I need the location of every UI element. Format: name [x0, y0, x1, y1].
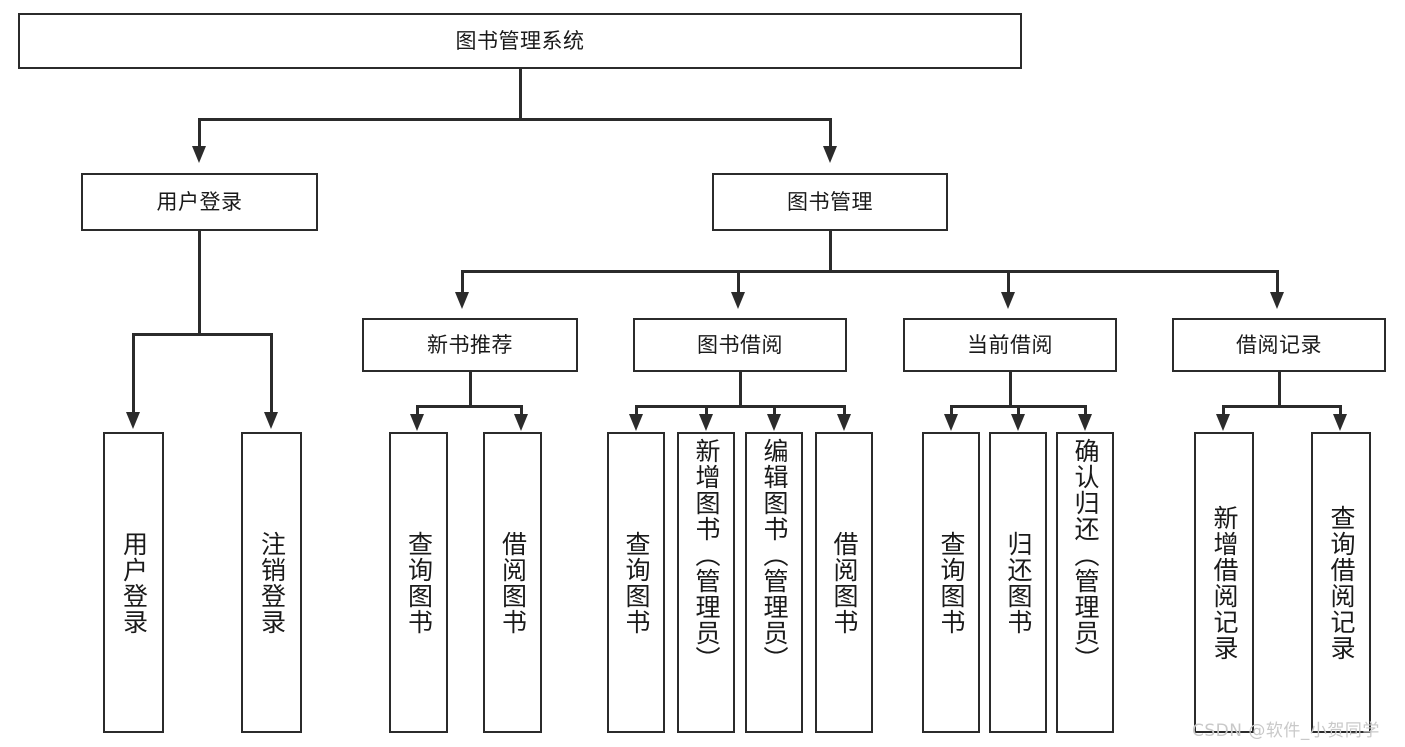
node-label: 归还图书 — [1004, 530, 1033, 635]
leaf-add-borrow-record[interactable]: 新增借阅记录 — [1194, 432, 1254, 733]
node-label: 借阅图书 — [830, 530, 859, 635]
arrow-to-borrow-record — [1270, 292, 1284, 309]
arrow-to-leaf-query-book-3 — [944, 414, 958, 431]
node-label: 用户登录 — [119, 530, 149, 635]
arrow-to-leaf-borrow-book-2 — [837, 414, 851, 431]
leaf-add-book-admin[interactable]: 新增图书（管理员） — [677, 432, 735, 733]
connector-newbook-r — [520, 405, 523, 416]
node-root-system[interactable]: 图书管理系统 — [18, 13, 1022, 69]
connector-bookmgmt-stem — [829, 231, 832, 272]
connector-current-c3 — [1084, 405, 1087, 416]
node-new-book-recommend[interactable]: 新书推荐 — [362, 318, 578, 372]
arrow-to-leaf-add-book — [699, 414, 713, 431]
leaf-query-book-3[interactable]: 查询图书 — [922, 432, 980, 733]
connector-bookmgmt-b2 — [737, 270, 740, 294]
arrow-to-leaf-query-record — [1333, 414, 1347, 431]
connector-login-right — [270, 333, 273, 413]
connector-current-stem — [1009, 372, 1012, 407]
node-current-borrow[interactable]: 当前借阅 — [903, 318, 1117, 372]
leaf-confirm-return-admin[interactable]: 确认归还（管理员） — [1056, 432, 1114, 733]
leaf-query-book-2[interactable]: 查询图书 — [607, 432, 665, 733]
connector-borrow-c2 — [705, 405, 708, 416]
node-label: 编辑图书（管理员） — [760, 438, 789, 672]
arrow-to-leaf-confirm-return — [1078, 414, 1092, 431]
connector-borrow-c4 — [843, 405, 846, 416]
arrow-to-leaf-user-login — [126, 412, 140, 429]
node-label: 查询图书 — [937, 530, 966, 635]
node-label: 图书管理系统 — [455, 28, 585, 53]
node-borrow-record[interactable]: 借阅记录 — [1172, 318, 1386, 372]
node-label: 新增图书（管理员） — [692, 438, 721, 672]
node-label: 用户登录 — [156, 189, 243, 214]
connector-newbook-l — [416, 405, 419, 416]
leaf-query-book-1[interactable]: 查询图书 — [389, 432, 448, 733]
connector-current-c2 — [1017, 405, 1020, 416]
node-book-borrow[interactable]: 图书借阅 — [633, 318, 847, 372]
arrow-to-user-login — [192, 146, 206, 163]
node-label: 查询图书 — [622, 530, 651, 635]
connector-borrow-stem — [739, 372, 742, 407]
connector-root-stem — [519, 69, 522, 119]
arrow-to-leaf-query-book-1 — [410, 414, 424, 431]
connector-bookmgmt-b4 — [1276, 270, 1279, 294]
arrow-to-leaf-logout — [264, 412, 278, 429]
connector-bookmgmt-bar — [461, 270, 1278, 273]
node-label: 当前借阅 — [967, 332, 1053, 357]
connector-root-to-login — [198, 118, 201, 148]
csdn-watermark: CSDN @软件_小贺同学 — [1192, 721, 1380, 741]
node-label: 注销登录 — [257, 530, 287, 635]
connector-newbook-stem — [469, 372, 472, 407]
leaf-query-borrow-record[interactable]: 查询借阅记录 — [1311, 432, 1371, 733]
connector-record-l — [1222, 405, 1225, 416]
node-label: 确认归还（管理员） — [1071, 438, 1100, 672]
arrow-to-book-management — [823, 146, 837, 163]
node-label: 借阅图书 — [498, 530, 528, 635]
leaf-logout[interactable]: 注销登录 — [241, 432, 302, 733]
arrow-to-leaf-edit-book — [767, 414, 781, 431]
leaf-edit-book-admin[interactable]: 编辑图书（管理员） — [745, 432, 803, 733]
leaf-return-book[interactable]: 归还图书 — [989, 432, 1047, 733]
node-user-login[interactable]: 用户登录 — [81, 173, 318, 231]
connector-root-bar — [198, 118, 832, 121]
node-label: 新书推荐 — [427, 332, 513, 357]
connector-root-to-bookmgmt — [829, 118, 832, 148]
arrow-to-leaf-borrow-book-1 — [514, 414, 528, 431]
connector-bookmgmt-b3 — [1007, 270, 1010, 294]
node-label: 查询借阅记录 — [1327, 504, 1356, 661]
leaf-borrow-book-2[interactable]: 借阅图书 — [815, 432, 873, 733]
arrow-to-new-book-rec — [455, 292, 469, 309]
node-label: 新增借阅记录 — [1210, 504, 1239, 661]
node-book-management[interactable]: 图书管理 — [712, 173, 948, 231]
connector-current-c1 — [950, 405, 953, 416]
connector-borrow-c1 — [635, 405, 638, 416]
connector-login-left — [132, 333, 135, 413]
connector-record-r — [1339, 405, 1342, 416]
node-label: 图书借阅 — [697, 332, 783, 357]
arrow-to-leaf-return-book — [1011, 414, 1025, 431]
arrow-to-current-borrow — [1001, 292, 1015, 309]
node-label: 图书管理 — [787, 189, 873, 214]
connector-login-stem — [198, 231, 201, 335]
connector-record-bar — [1222, 405, 1341, 408]
node-label: 借阅记录 — [1236, 332, 1322, 357]
arrow-to-leaf-add-record — [1216, 414, 1230, 431]
connector-login-bar — [132, 333, 272, 336]
leaf-borrow-book-1[interactable]: 借阅图书 — [483, 432, 542, 733]
arrow-to-book-borrow — [731, 292, 745, 309]
leaf-user-login[interactable]: 用户登录 — [103, 432, 164, 733]
node-label: 查询图书 — [404, 530, 434, 635]
connector-borrow-c3 — [773, 405, 776, 416]
connector-newbook-bar — [416, 405, 522, 408]
connector-record-stem — [1278, 372, 1281, 407]
arrow-to-leaf-query-book-2 — [629, 414, 643, 431]
connector-bookmgmt-b1 — [461, 270, 464, 294]
connector-borrow-bar — [635, 405, 845, 408]
